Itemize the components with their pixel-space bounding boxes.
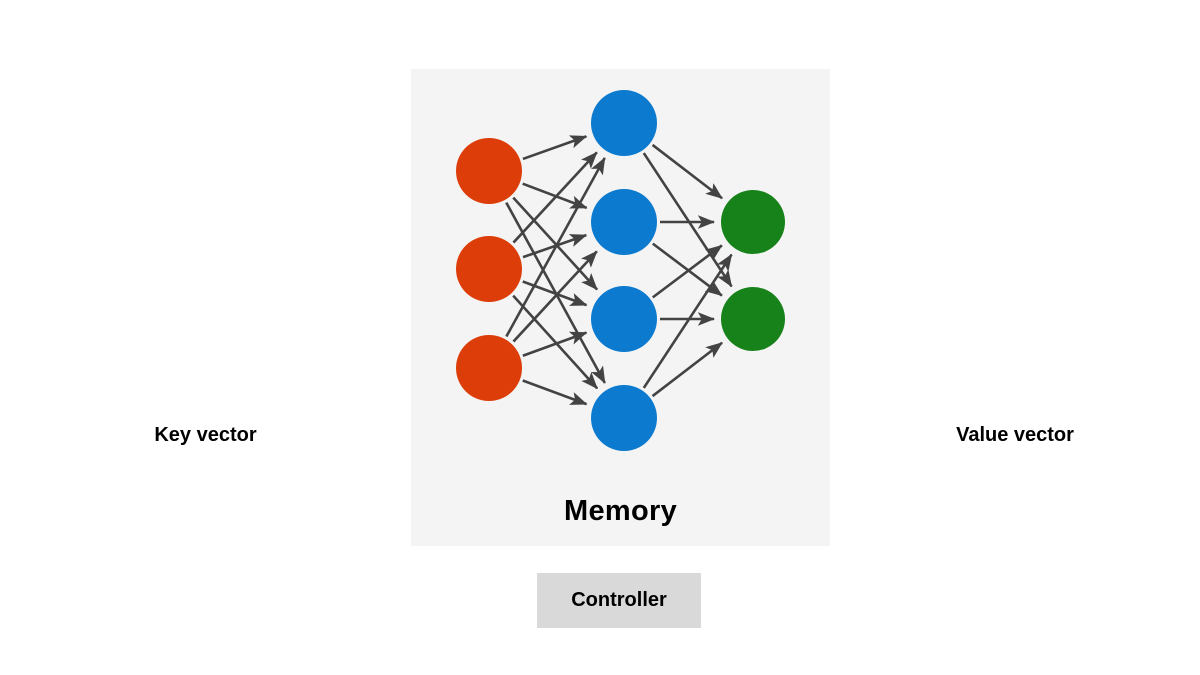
edge-k2-m2: [522, 233, 588, 259]
node-value-v1[interactable]: [721, 190, 785, 254]
key-vector-label: Key vector: [154, 424, 257, 446]
edge-k2-m4: [512, 294, 599, 390]
edge-k1-m1: [522, 135, 588, 161]
node-memory-m1[interactable]: [591, 90, 657, 156]
edge-k2-m3: [522, 280, 588, 307]
edge-k3-m3: [522, 331, 588, 357]
edges-group: [505, 135, 733, 406]
edge-m1-v1: [651, 143, 723, 200]
node-memory-m4[interactable]: [591, 385, 657, 451]
node-key-k2[interactable]: [456, 236, 522, 302]
edge-m2-v2: [651, 242, 723, 297]
edge-k3-m1: [505, 157, 606, 338]
node-memory-m2[interactable]: [591, 189, 657, 255]
node-key-k1[interactable]: [456, 138, 522, 204]
value-vector-label: Value vector: [956, 424, 1074, 446]
edge-m1-v2: [642, 152, 733, 288]
edge-m3-v1: [651, 244, 723, 299]
nodes-group: [456, 90, 785, 451]
node-key-k3[interactable]: [456, 335, 522, 401]
edge-k1-m3: [512, 196, 599, 291]
edge-k3-m4: [522, 379, 588, 406]
node-value-v2[interactable]: [721, 287, 785, 351]
node-memory-m3[interactable]: [591, 286, 657, 352]
edge-m4-v2: [651, 341, 723, 398]
controller-box[interactable]: Controller: [537, 573, 701, 628]
memory-title: Memory: [564, 495, 677, 527]
edge-k1-m2: [522, 182, 588, 210]
edge-m4-v1: [642, 253, 733, 389]
edge-k2-m1: [512, 151, 598, 244]
edge-k3-m2: [512, 250, 598, 343]
controller-label: Controller: [571, 589, 667, 611]
